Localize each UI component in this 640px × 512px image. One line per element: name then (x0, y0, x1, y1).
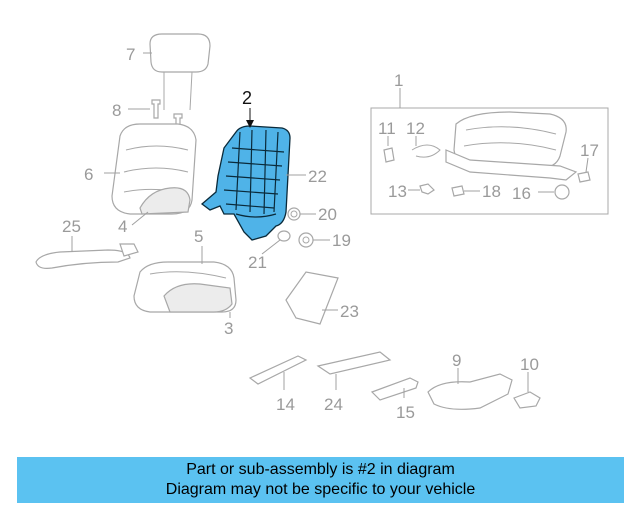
label-2: 2 (242, 88, 252, 108)
label-7: 7 (126, 45, 135, 64)
label-19: 19 (332, 231, 351, 250)
label-18: 18 (482, 182, 501, 201)
part-9 (427, 373, 513, 410)
wire-harness (35, 243, 139, 269)
part-23 (285, 271, 339, 325)
label-8: 8 (112, 101, 121, 120)
label-12: 12 (406, 119, 425, 138)
part-12 (411, 144, 441, 158)
parts-diagram: 7 8 6 4 2 22 20 21 19 (35, 33, 609, 422)
label-10: 10 (520, 355, 539, 374)
label-20: 20 (318, 205, 337, 224)
part-14 (248, 355, 308, 385)
part-24 (316, 351, 392, 375)
label-9: 9 (452, 351, 461, 370)
label-13: 13 (388, 182, 407, 201)
label-6: 6 (84, 165, 93, 184)
label-5: 5 (194, 227, 203, 246)
adjuster-assembly (445, 111, 578, 181)
label-4: 4 (118, 217, 127, 236)
label-23: 23 (340, 302, 359, 321)
label-16: 16 (512, 184, 531, 203)
seat-cushion (133, 261, 237, 313)
label-1: 1 (394, 71, 403, 90)
part-17 (577, 171, 591, 183)
label-25: 25 (62, 217, 81, 236)
part-15 (370, 377, 419, 401)
banner-line-1: Part or sub-assembly is #2 in diagram (186, 461, 455, 478)
label-21: 21 (248, 253, 267, 272)
label-11: 11 (378, 119, 396, 138)
info-banner: Part or sub-assembly is #2 in diagram Di… (17, 457, 624, 503)
label-24: 24 (324, 395, 343, 414)
label-15: 15 (396, 403, 415, 422)
part-18 (451, 185, 465, 197)
headrest (149, 33, 211, 111)
part-11 (383, 147, 395, 163)
label-22: 22 (308, 167, 327, 186)
label-14: 14 (276, 395, 295, 414)
banner-line-2: Diagram may not be specific to your vehi… (165, 481, 476, 498)
seat-back-frame-highlighted (200, 125, 291, 241)
seat-back-cover (111, 123, 197, 215)
part-16 (554, 184, 570, 200)
part-10 (513, 391, 541, 409)
assembly-box-1 (370, 107, 609, 215)
part-13 (419, 183, 435, 195)
label-3: 3 (224, 319, 233, 338)
label-17: 17 (580, 141, 599, 160)
